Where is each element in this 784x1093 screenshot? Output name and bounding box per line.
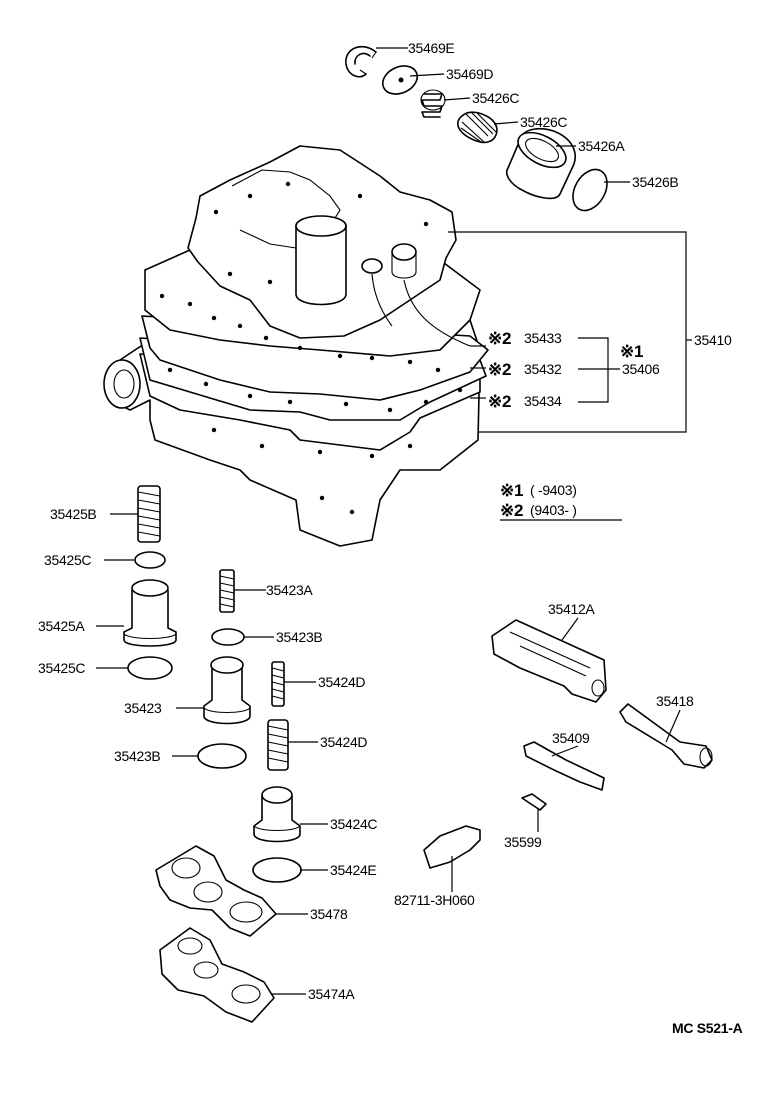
label-35424E: 35424E [330, 862, 376, 878]
legend-mark-1: ※1 [500, 481, 523, 500]
leader-lines [96, 47, 681, 995]
legend-range-1: ( -9403) [530, 482, 577, 498]
label-35424D-2: 35424D [320, 734, 367, 750]
label-35423: 35423 [124, 700, 162, 716]
label-35423A: 35423A [266, 582, 313, 598]
label-35424C: 35424C [330, 816, 377, 832]
piston-35425A [123, 579, 177, 647]
o-ring-35424E [252, 857, 302, 883]
valve-body-assembly [103, 145, 489, 547]
spring-35426C-small [420, 89, 446, 118]
mark-2-b: ※2 [488, 360, 511, 379]
label-35426C-1: 35426C [472, 90, 519, 106]
label-35410: 35410 [694, 332, 732, 348]
piston-35423 [203, 656, 251, 725]
o-ring-35426B [572, 168, 608, 212]
mark-2-c: ※2 [488, 392, 511, 411]
label-35406: 35406 [622, 361, 660, 377]
piston-35424C [253, 786, 301, 843]
label-35425C-2: 35425C [38, 660, 85, 676]
o-ring-35425C-1 [134, 551, 166, 569]
mark-1: ※1 [620, 342, 643, 361]
label-35426A: 35426A [578, 138, 625, 154]
label-35424D-1: 35424D [318, 674, 365, 690]
mark-2-a: ※2 [488, 329, 511, 348]
piston-35426A [506, 127, 576, 200]
label-35409: 35409 [552, 730, 590, 746]
label-35426B: 35426B [632, 174, 678, 190]
solenoid-body-35412A [491, 619, 607, 703]
label-35423B-2: 35423B [114, 748, 160, 764]
legend-range-2: (9403- ) [530, 502, 577, 518]
o-ring-35423B-2 [197, 743, 247, 769]
label-35434: 35434 [524, 393, 562, 409]
solenoid-35418 [619, 703, 713, 769]
label-35478: 35478 [310, 906, 348, 922]
plate-35599 [521, 793, 547, 811]
legend: ※1 ( -9403) ※2 (9403- ) [500, 481, 622, 521]
bracket-35409 [523, 741, 605, 791]
cover-35474A [159, 927, 275, 1023]
snap-ring-35469E [345, 46, 377, 78]
diagram-code: MC S521-A [672, 1020, 743, 1036]
label-35412A: 35412A [548, 601, 595, 617]
clip-82711 [423, 825, 481, 869]
spring-35424D-1 [271, 661, 285, 707]
label-35425A: 35425A [38, 618, 85, 634]
label-35474A: 35474A [308, 986, 355, 1002]
label-35469E: 35469E [408, 40, 454, 56]
label-35423B-1: 35423B [276, 629, 322, 645]
label-35418: 35418 [656, 693, 694, 709]
gasket-35478 [155, 845, 277, 937]
spring-35425B [137, 485, 161, 543]
spring-35426C-large [457, 111, 498, 144]
part-labels: 35469E 35469D 35426C 35426C 35426A 35426… [38, 40, 732, 1002]
spring-35423A [219, 569, 235, 613]
o-ring-35425C-2 [127, 656, 173, 680]
label-35599: 35599 [504, 834, 542, 850]
label-35426C-2: 35426C [520, 114, 567, 130]
spring-35424D-2 [267, 719, 289, 771]
label-82711-3H060: 82711-3H060 [394, 892, 475, 908]
legend-mark-2: ※2 [500, 501, 523, 520]
label-35425C-1: 35425C [44, 552, 91, 568]
group-bracket-35410 [448, 231, 692, 433]
o-ring-35423B-1 [211, 628, 245, 646]
plate-35469D [381, 65, 419, 95]
label-35433: 35433 [524, 330, 562, 346]
label-35469D: 35469D [446, 66, 493, 82]
label-35425B: 35425B [50, 506, 96, 522]
label-35432: 35432 [524, 361, 562, 377]
